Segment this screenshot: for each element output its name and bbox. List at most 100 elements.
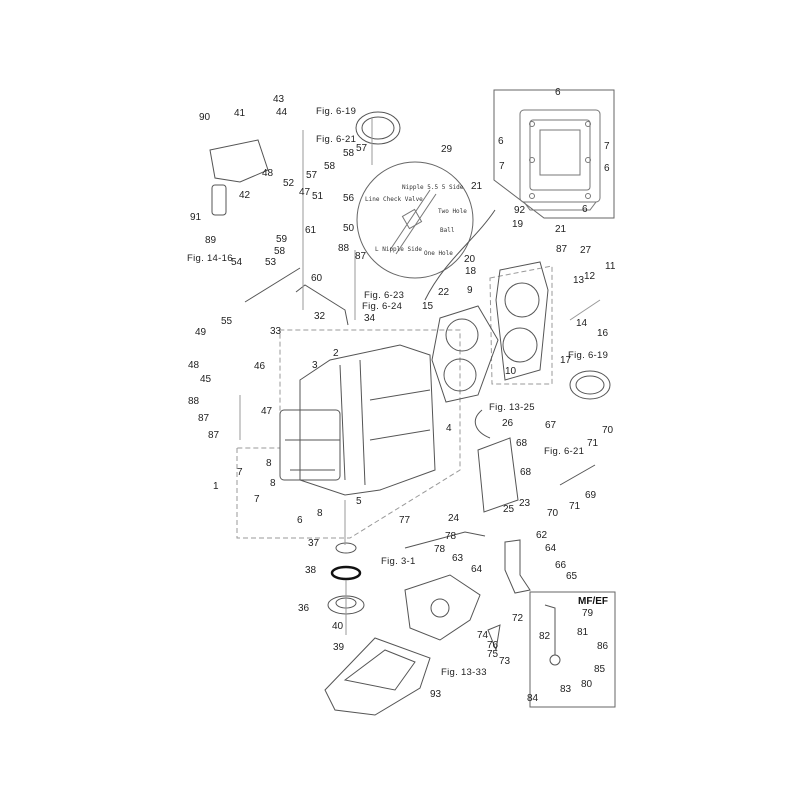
part-label-47[interactable]: 47 (299, 187, 311, 198)
part-label-39[interactable]: 39 (333, 642, 345, 653)
part-label-86[interactable]: 86 (597, 641, 609, 652)
fig-ref-6-19-top[interactable]: Fig. 6-19 (316, 106, 357, 117)
part-label-7[interactable]: 7 (604, 141, 610, 152)
part-label-62[interactable]: 62 (536, 530, 548, 541)
part-label-54[interactable]: 54 (231, 257, 243, 268)
fig-ref-13-25[interactable]: Fig. 13-25 (489, 402, 535, 413)
part-label-7[interactable]: 7 (499, 161, 505, 172)
part-label-64[interactable]: 64 (545, 543, 557, 554)
part-label-8[interactable]: 8 (266, 458, 272, 469)
part-label-61[interactable]: 61 (305, 225, 317, 236)
part-label-58[interactable]: 58 (343, 148, 355, 159)
fig-ref-6-19-right[interactable]: Fig. 6-19 (568, 350, 609, 361)
part-label-4[interactable]: 4 (446, 423, 452, 434)
part-label-20[interactable]: 20 (464, 254, 476, 265)
part-label-36[interactable]: 36 (298, 603, 310, 614)
part-label-87[interactable]: 87 (556, 244, 568, 255)
part-label-69[interactable]: 69 (585, 490, 597, 501)
part-label-41[interactable]: 41 (234, 108, 246, 119)
part-label-60[interactable]: 60 (311, 273, 323, 284)
fig-ref-6-21-right[interactable]: Fig. 6-21 (544, 446, 585, 457)
part-label-70[interactable]: 70 (602, 425, 614, 436)
part-label-71[interactable]: 71 (569, 501, 581, 512)
part-label-80[interactable]: 80 (581, 679, 593, 690)
part-label-47[interactable]: 47 (261, 406, 273, 417)
part-label-42[interactable]: 42 (239, 190, 251, 201)
part-label-53[interactable]: 53 (265, 257, 277, 268)
part-label-6[interactable]: 6 (555, 87, 561, 98)
part-label-71[interactable]: 71 (587, 438, 599, 449)
part-label-84[interactable]: 84 (527, 693, 539, 704)
part-label-58[interactable]: 58 (324, 161, 336, 172)
fig-ref-6-23[interactable]: Fig. 6-23 (364, 290, 405, 301)
part-label-27[interactable]: 27 (580, 245, 592, 256)
fig-ref-14-16[interactable]: Fig. 14-16 (187, 253, 233, 264)
part-label-68[interactable]: 68 (520, 467, 532, 478)
part-label-73[interactable]: 73 (499, 656, 511, 667)
part-label-21[interactable]: 21 (555, 224, 567, 235)
part-label-58[interactable]: 58 (274, 246, 286, 257)
part-label-46[interactable]: 46 (254, 361, 266, 372)
part-label-72[interactable]: 72 (512, 613, 524, 624)
fig-ref-13-33[interactable]: Fig. 13-33 (441, 667, 487, 678)
part-label-6[interactable]: 6 (582, 204, 588, 215)
part-label-38[interactable]: 38 (305, 565, 317, 576)
part-label-17[interactable]: 17 (560, 355, 572, 366)
part-label-88[interactable]: 88 (338, 243, 350, 254)
part-label-74[interactable]: 74 (477, 630, 489, 641)
part-label-49[interactable]: 49 (195, 327, 207, 338)
part-label-64[interactable]: 64 (471, 564, 483, 575)
part-label-52[interactable]: 52 (283, 178, 295, 189)
part-label-93[interactable]: 93 (430, 689, 442, 700)
part-label-75[interactable]: 75 (487, 649, 499, 660)
part-label-22[interactable]: 22 (438, 287, 450, 298)
part-label-78[interactable]: 78 (445, 531, 457, 542)
fig-ref-3-1[interactable]: Fig. 3-1 (381, 556, 416, 567)
part-label-67[interactable]: 67 (545, 420, 557, 431)
part-label-9[interactable]: 9 (467, 285, 473, 296)
part-label-25[interactable]: 25 (503, 504, 515, 515)
part-label-26[interactable]: 26 (502, 418, 514, 429)
part-label-76[interactable]: 76 (487, 640, 499, 651)
part-label-68[interactable]: 68 (516, 438, 528, 449)
part-label-8[interactable]: 8 (270, 478, 276, 489)
part-label-51[interactable]: 51 (312, 191, 324, 202)
part-label-88[interactable]: 88 (188, 396, 200, 407)
part-label-48[interactable]: 48 (188, 360, 200, 371)
part-label-1[interactable]: 1 (213, 481, 219, 492)
fig-ref-6-24[interactable]: Fig. 6-24 (362, 301, 403, 312)
part-label-3[interactable]: 3 (312, 360, 318, 371)
part-label-90[interactable]: 90 (199, 112, 211, 123)
part-label-92[interactable]: 92 (514, 205, 526, 216)
part-label-23[interactable]: 23 (519, 498, 531, 509)
part-label-77[interactable]: 77 (399, 515, 411, 526)
part-label-81[interactable]: 81 (577, 627, 589, 638)
part-label-19[interactable]: 19 (512, 219, 524, 230)
part-label-5[interactable]: 5 (356, 496, 362, 507)
part-label-6[interactable]: 6 (498, 136, 504, 147)
part-label-8[interactable]: 8 (317, 508, 323, 519)
part-label-34[interactable]: 34 (364, 313, 376, 324)
part-label-24[interactable]: 24 (448, 513, 460, 524)
part-label-45[interactable]: 45 (200, 374, 212, 385)
part-label-6[interactable]: 6 (297, 515, 303, 526)
part-label-87[interactable]: 87 (355, 251, 367, 262)
part-label-91[interactable]: 91 (190, 212, 202, 223)
part-label-40[interactable]: 40 (332, 621, 344, 632)
fig-ref-6-21-top[interactable]: Fig. 6-21 (316, 134, 357, 145)
part-label-44[interactable]: 44 (276, 107, 288, 118)
part-label-18[interactable]: 18 (465, 266, 477, 277)
part-label-33[interactable]: 33 (270, 326, 282, 337)
part-label-13[interactable]: 13 (573, 275, 585, 286)
part-label-65[interactable]: 65 (566, 571, 578, 582)
part-label-21[interactable]: 21 (471, 181, 483, 192)
part-label-57[interactable]: 57 (306, 170, 318, 181)
part-label-48[interactable]: 48 (262, 168, 274, 179)
part-label-2[interactable]: 2 (333, 348, 339, 359)
part-label-7[interactable]: 7 (237, 467, 243, 478)
part-label-43[interactable]: 43 (273, 94, 285, 105)
part-label-6[interactable]: 6 (604, 163, 610, 174)
part-label-59[interactable]: 59 (276, 234, 288, 245)
part-label-70[interactable]: 70 (547, 508, 559, 519)
part-label-14[interactable]: 14 (576, 318, 588, 329)
